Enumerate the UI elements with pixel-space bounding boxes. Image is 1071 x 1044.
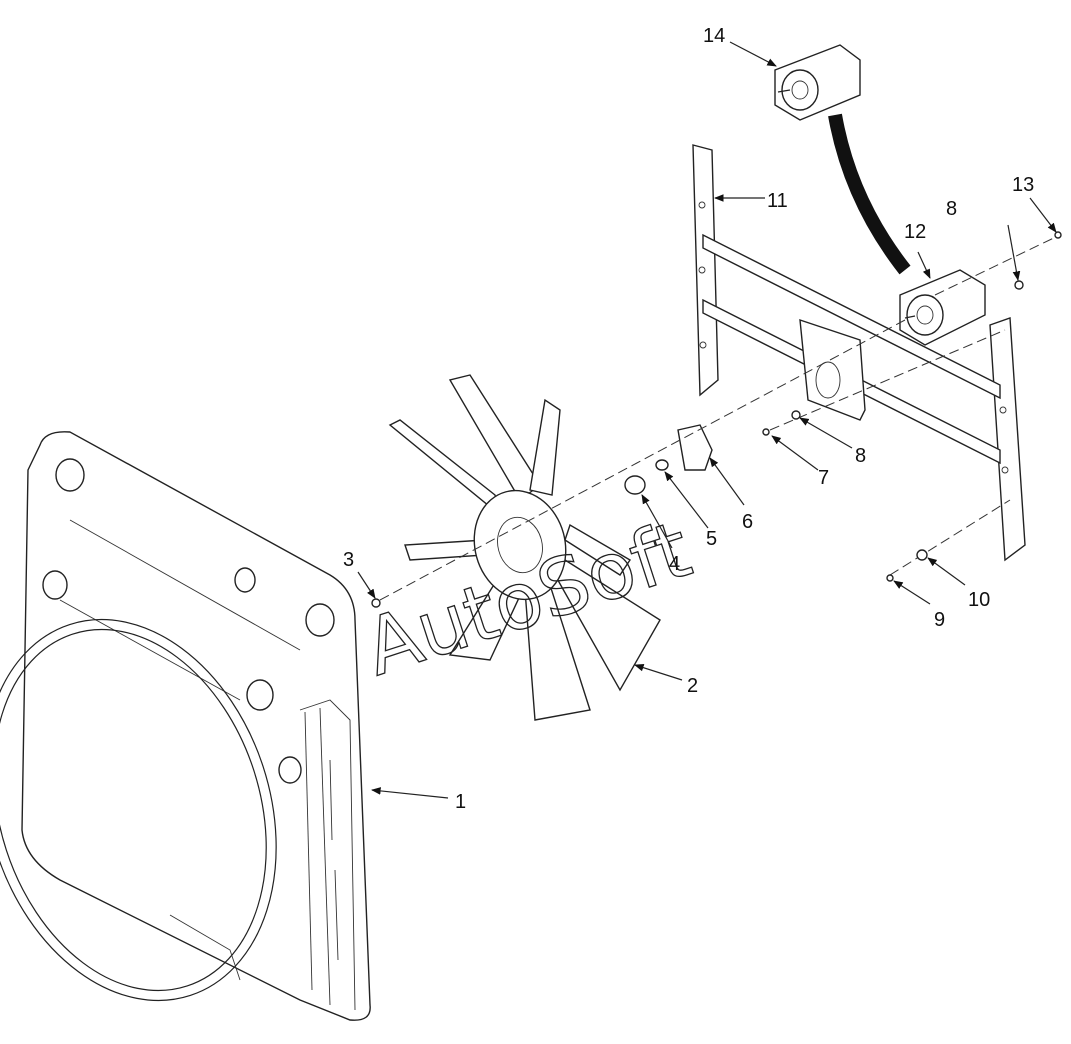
callout-10: 10 [968, 589, 990, 611]
transfer-arrow [828, 113, 911, 275]
assembly-centerlines [379, 234, 1061, 601]
callout-2: 2 [687, 675, 698, 697]
leader-lines [357, 41, 1057, 799]
callout-3: 3 [343, 549, 354, 571]
callout-1: 1 [455, 791, 466, 813]
callout-13: 13 [1012, 174, 1034, 196]
callout-14: 14 [703, 25, 725, 47]
callout-7: 7 [818, 467, 829, 489]
fan-shroud-part [0, 431, 371, 1021]
callout-11: 11 [767, 190, 788, 212]
fasteners [371, 231, 1062, 608]
mounting-bracket-part [692, 144, 1026, 562]
callout-6: 6 [742, 511, 753, 533]
pump-detail-part [774, 44, 861, 121]
callout-8b: 8 [946, 198, 957, 220]
fan-blade-part [388, 374, 661, 721]
callout-8a: 8 [855, 445, 866, 467]
callout-4: 4 [669, 553, 680, 575]
callout-9: 9 [934, 609, 945, 631]
hub-adapter-part [624, 424, 713, 495]
callout-5: 5 [706, 528, 717, 550]
hydraulic-pump-part [899, 269, 986, 346]
callout-12: 12 [904, 221, 926, 243]
